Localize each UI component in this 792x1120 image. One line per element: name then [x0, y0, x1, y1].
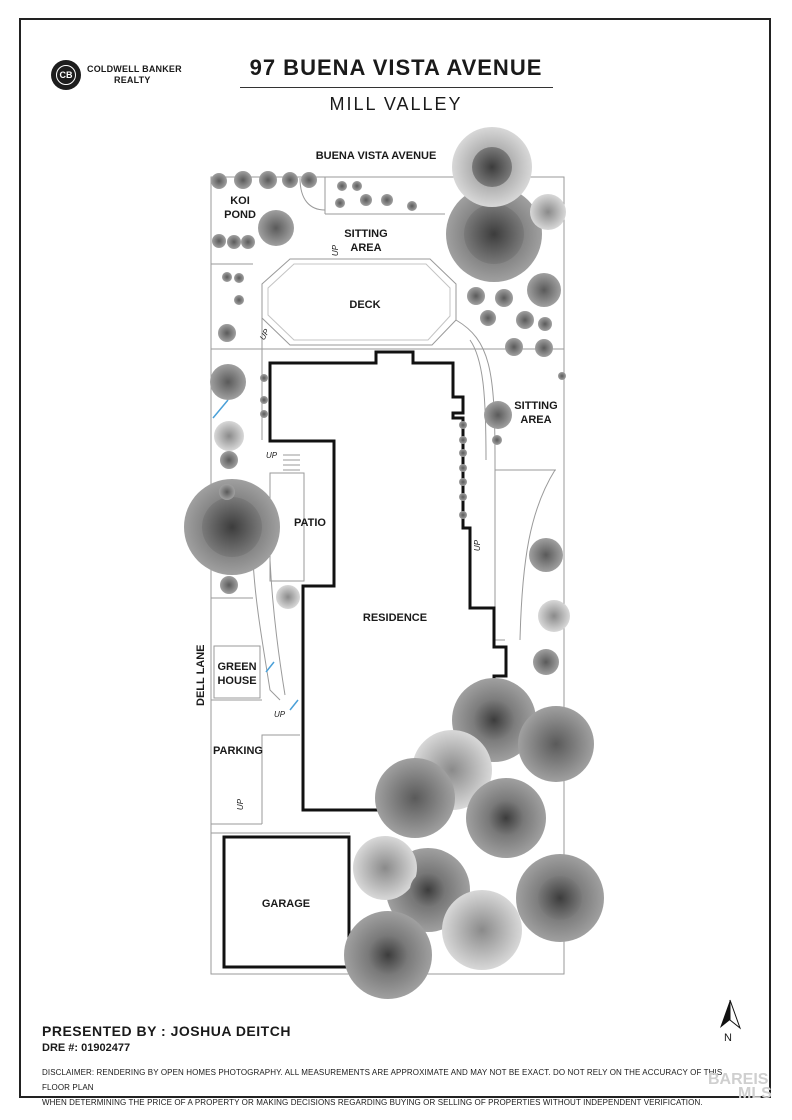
- gate-line-3: [289, 699, 299, 711]
- property-subtitle: MILL VALLEY: [329, 94, 463, 114]
- north-label: N: [724, 1032, 732, 1044]
- green-house-outline: [213, 645, 261, 699]
- room-label-parking: PARKING: [213, 745, 263, 757]
- title-divider: [240, 87, 553, 88]
- north-arrow-icon: [720, 999, 742, 1030]
- garage-walls: [222, 835, 351, 969]
- coldwell-banker-logo-icon: CB: [51, 60, 81, 90]
- up-marker-parking: UP: [274, 710, 286, 719]
- shrubs-medium: [210, 194, 570, 675]
- gate-line-2: [265, 661, 275, 673]
- tree-topright-star: [452, 127, 532, 207]
- disclaimer-line-2: WHEN DETERMINING THE PRICE OF A PROPERTY…: [42, 1098, 703, 1107]
- residence-walls: [268, 350, 508, 812]
- shrubs-small: [211, 171, 566, 594]
- brand-line-1: COLDWELL BANKER: [87, 64, 182, 74]
- patio-steps: [283, 454, 300, 471]
- dre-number: DRE #: 01902477: [42, 1042, 131, 1054]
- street-label-buena-vista: BUENA VISTA AVENUE: [315, 150, 437, 162]
- room-label-koi-pond: KOI POND: [224, 195, 256, 221]
- disclaimer: DISCLAIMER: RENDERING BY OPEN HOMES PHOT…: [42, 1065, 752, 1110]
- gate-line: [212, 399, 229, 419]
- up-marker-garage: UP: [236, 798, 246, 811]
- up-marker-patio: UP: [266, 451, 278, 460]
- up-marker-sitting-area: UP: [331, 244, 341, 257]
- room-label-garage: GARAGE: [261, 898, 311, 910]
- tree-large-topright: [446, 186, 542, 282]
- brand-name: COLDWELL BANKER REALTY: [87, 64, 182, 86]
- property-title: 97 BUENA VISTA AVENUE: [249, 55, 543, 80]
- deck-outline: [261, 258, 457, 346]
- room-label-sitting-area-top: SITTING AREA: [344, 228, 388, 254]
- disclaimer-line-1: DISCLAIMER: RENDERING BY OPEN HOMES PHOT…: [42, 1068, 723, 1092]
- mls-watermark-line-1: BAREIS: [708, 1071, 769, 1088]
- street-label-dell-lane: DELL LANE: [195, 644, 207, 706]
- room-label-residence: RESIDENCE: [362, 612, 428, 624]
- deck-inner-outline: [267, 263, 451, 341]
- up-marker-side-walk: UP: [473, 539, 483, 552]
- presented-by: PRESENTED BY : JOSHUA DEITCH: [42, 1023, 291, 1039]
- mls-watermark-line-2: MLS: [738, 1085, 772, 1102]
- room-label-green-house: GREEN HOUSE: [217, 661, 257, 687]
- tree-cluster-lower-right: [344, 678, 604, 999]
- logo-glyph: CB: [56, 65, 76, 85]
- room-label-patio: PATIO: [294, 517, 326, 529]
- mls-watermark: BAREIS MLS: [708, 1071, 772, 1102]
- tree-large-left: [184, 479, 280, 575]
- walkways: [252, 177, 556, 824]
- room-label-sitting-area-right: SITTING AREA: [514, 400, 558, 426]
- page-frame: [19, 18, 771, 1098]
- brand-line-2: REALTY: [114, 75, 151, 85]
- room-label-deck: DECK: [349, 299, 381, 311]
